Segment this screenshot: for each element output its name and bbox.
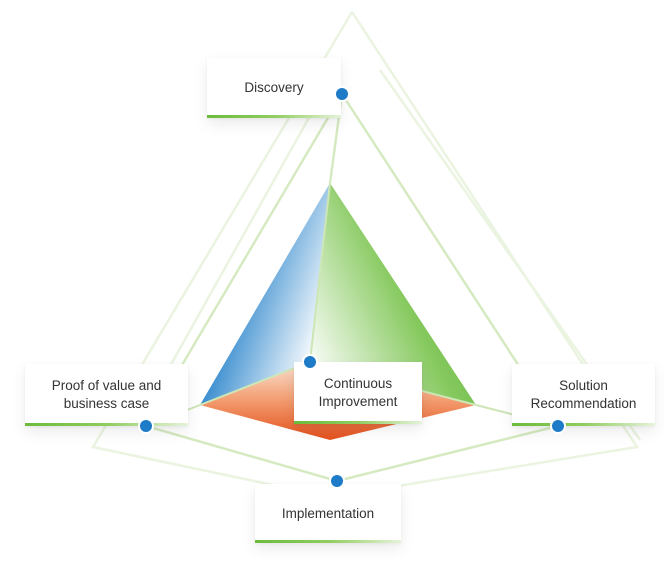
pyramid-face-green [310,183,476,405]
stage-card-proof-of-value[interactable]: Proof of value and business case [25,364,188,426]
node-dot-continuous-improvement[interactable] [302,354,318,370]
connector-right-bottom [336,424,559,483]
stage-label-solution-recommendation: Solution Recommendation [530,378,637,411]
stage-card-implementation[interactable]: Implementation [255,484,401,543]
node-dot-discovery[interactable] [334,86,350,102]
pyramid-edge-left [199,361,311,406]
outer-frame-right-edge [329,11,640,499]
stage-label-continuous-improvement: Continuous Improvement [318,376,398,409]
stage-label-discovery: Discovery [244,80,304,95]
node-dot-solution-recommendation[interactable] [550,418,566,434]
stage-label-proof-of-value: Proof of value and business case [51,378,162,411]
stage-card-solution-recommendation[interactable]: Solution Recommendation [512,364,655,426]
pyramid-face-blue [200,183,330,405]
outer-frame-left-inner [138,79,332,421]
outer-frame-left-edge [91,11,354,499]
node-dot-proof-of-value[interactable] [138,418,154,434]
connector-left-bottom [145,424,338,483]
stage-card-discovery[interactable]: Discovery [207,58,341,118]
stage-label-implementation: Implementation [281,505,375,521]
pyramid-edge-center [309,182,331,363]
stage-card-continuous-improvement[interactable]: Continuous Improvement [294,362,422,424]
node-dot-implementation[interactable] [329,473,345,489]
